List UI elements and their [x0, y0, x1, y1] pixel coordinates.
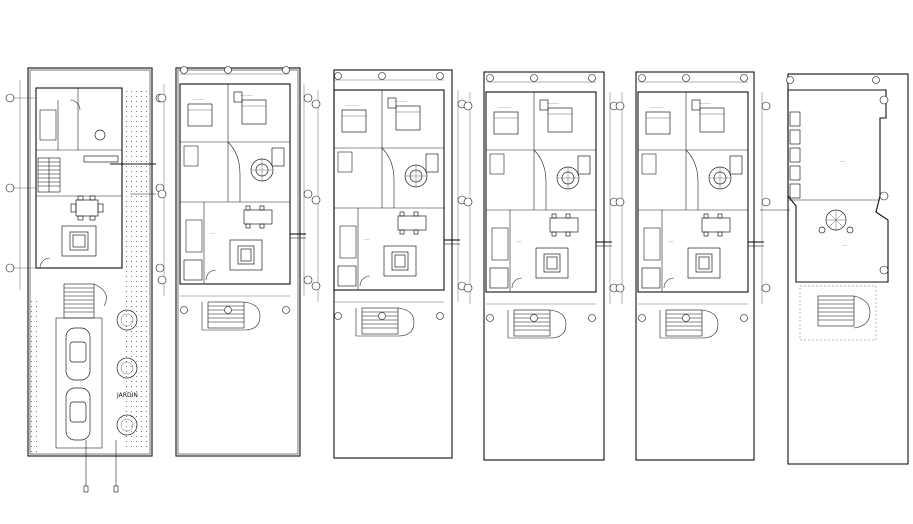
axis-bubble: [5, 93, 15, 103]
garden-strip: [122, 90, 150, 450]
driveway: [55, 317, 103, 449]
plan-roof-terrace: —— ——: [760, 73, 909, 465]
plan-third-floor: [463, 71, 619, 461]
dining-table: [70, 195, 104, 221]
terrace-outline: [787, 89, 889, 283]
lot-boundary: [635, 71, 755, 461]
lot-boundary: [483, 71, 605, 461]
plan-first-floor: [157, 65, 313, 457]
lot-boundary: [27, 67, 153, 457]
patio-table-umbrella: [818, 209, 854, 234]
lot-boundary: [175, 67, 301, 457]
garden-label: JARDIN: [116, 392, 138, 399]
lot-boundary: [787, 73, 909, 465]
plan-site-ground-floor: JARDIN: [5, 67, 165, 493]
plan-second-floor: [311, 69, 467, 459]
garden-trees: [116, 309, 138, 436]
living-room-sofa: [61, 225, 97, 257]
roof-stair: [817, 295, 871, 329]
car-2: [65, 387, 91, 441]
front-stair: [63, 283, 95, 319]
interior-stair: [37, 157, 61, 193]
storage-units: [789, 111, 801, 199]
house-outline: [35, 87, 123, 269]
svg-text:——: ——: [842, 244, 848, 247]
car-1: [65, 327, 91, 381]
lot-boundary: [333, 69, 453, 459]
svg-text:——: ——: [840, 160, 846, 163]
plan-fourth-floor: [615, 71, 771, 461]
